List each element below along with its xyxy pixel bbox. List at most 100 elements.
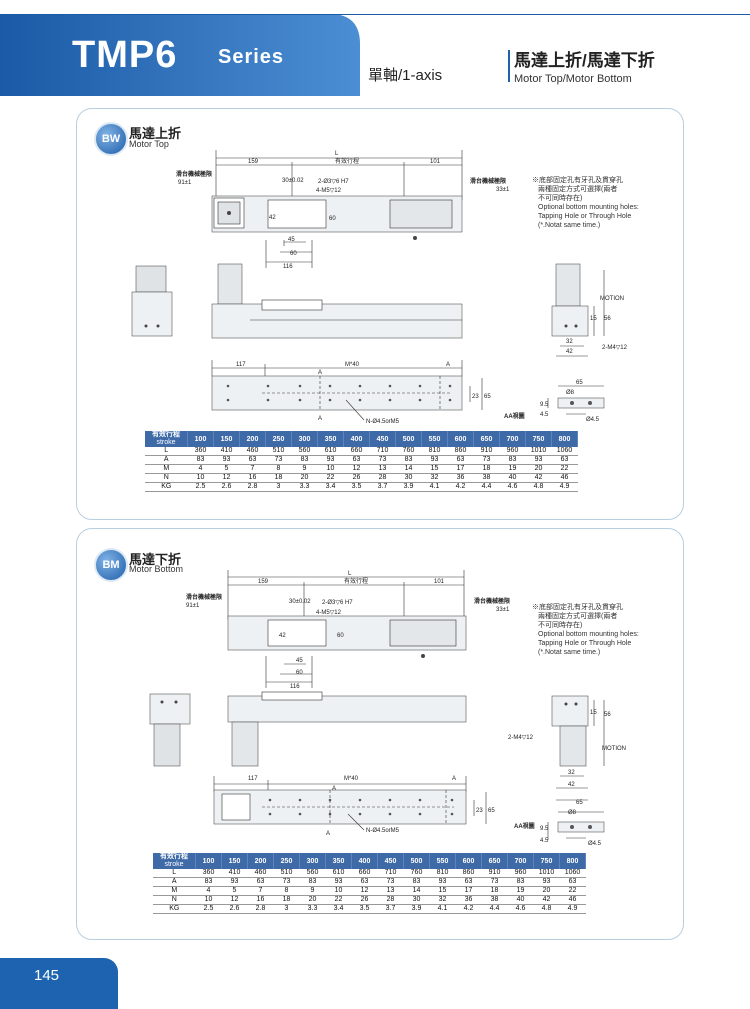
- table-cell: 12: [213, 473, 240, 483]
- dim-65b: 65: [576, 800, 583, 806]
- slide-limit-right: 滑台機械極限: [474, 597, 510, 605]
- table-cell: 1060: [551, 447, 578, 456]
- table-cell: 19: [499, 464, 526, 474]
- table-cell: 73: [265, 455, 292, 465]
- table-cell: 83: [195, 877, 222, 887]
- dim-56: 56: [604, 316, 611, 322]
- dim-a-bottom: A: [318, 416, 322, 422]
- note-en-2: Tapping Hole or Through Hole: [538, 213, 632, 220]
- slide-limit-right-val: 33±1: [496, 607, 510, 613]
- header-banner: [0, 14, 750, 96]
- table-cell: 4.4: [481, 904, 508, 914]
- stroke-value-header: 550: [429, 853, 456, 869]
- dim-effective: 有效行程: [344, 577, 368, 585]
- row-label: N: [145, 473, 188, 483]
- note-zh-1: ※底部固定孔有牙孔及貫穿孔: [532, 604, 623, 611]
- table-cell: 83: [187, 455, 214, 465]
- table-cell: 510: [265, 447, 292, 456]
- table-cell: 93: [525, 455, 552, 465]
- table-cell: 7: [239, 464, 266, 474]
- table-cell: 610: [317, 447, 344, 456]
- dim-9-5: 9.5: [540, 826, 549, 832]
- table-cell: 83: [507, 877, 534, 887]
- table-cell: 20: [299, 895, 326, 905]
- row-label: L: [145, 447, 188, 456]
- table-cell: 510: [273, 869, 300, 878]
- stroke-value-header: 650: [473, 431, 500, 447]
- table-cell: 17: [455, 886, 482, 896]
- dim-60v: 60: [329, 216, 336, 222]
- table-cell: 4.9: [551, 482, 578, 492]
- table-cell: 4.2: [447, 482, 474, 492]
- table-cell: 22: [551, 464, 578, 474]
- note-zh-2: 兩種固定方式可選擇(兩者: [538, 613, 618, 620]
- dim-m4: 2-M4▽12: [508, 735, 534, 741]
- stroke-value-header: 150: [221, 853, 248, 869]
- table-cell: 10: [317, 464, 344, 474]
- stroke-value-header: 450: [377, 853, 404, 869]
- table-cell: 1010: [533, 869, 560, 878]
- table-cell: 36: [447, 473, 474, 483]
- dim-4-5: 4.5: [540, 838, 549, 844]
- section-title-zh: 馬達上折: [129, 126, 182, 141]
- note-zh-3: 不可同時存在): [538, 195, 583, 202]
- page-tab: [0, 958, 118, 1009]
- hole-pattern: N-Ø4.5orM5: [366, 828, 400, 834]
- table-cell: 93: [429, 877, 456, 887]
- note-en-2: Tapping Hole or Through Hole: [538, 640, 632, 647]
- table-cell: 22: [317, 473, 344, 483]
- stroke-value-header: 750: [533, 853, 560, 869]
- table-cell: 810: [429, 869, 456, 878]
- table-cell: 410: [213, 447, 240, 456]
- dim-a-bottom: A: [326, 831, 330, 837]
- table-cell: 73: [369, 455, 396, 465]
- table-cell: 4.6: [507, 904, 534, 914]
- row-label: N: [153, 895, 196, 905]
- dim-4-5: 4.5: [540, 412, 549, 418]
- table-cell: 10: [195, 895, 222, 905]
- subtitle-divider: [508, 50, 510, 82]
- dim-30: 30±0.02: [282, 178, 304, 184]
- mount-note-bw: ※底部固定孔有牙孔及貫穿孔 兩種固定方式可選擇(兩者 不可同時存在) Optio…: [532, 176, 639, 230]
- table-cell: 3.5: [343, 482, 370, 492]
- note-en-3: (*.Notat same time.): [538, 649, 601, 656]
- dim-117: 117: [248, 776, 258, 782]
- section-title-en: Motor Top: [129, 139, 169, 149]
- note-zh-3: 不可同時存在): [538, 622, 583, 629]
- slide-limit-left-val: 91±1: [186, 603, 200, 609]
- table-cell: 5: [213, 464, 240, 474]
- table-cell: 460: [247, 869, 274, 878]
- table-cell: 14: [395, 464, 422, 474]
- dim-60v: 60: [337, 633, 344, 639]
- stroke-value-header: 150: [213, 431, 240, 447]
- table-cell: 40: [499, 473, 526, 483]
- table-cell: 4: [195, 886, 222, 896]
- table-cell: 93: [325, 877, 352, 887]
- dim-42b: 42: [566, 349, 573, 355]
- table-cell: 26: [351, 895, 378, 905]
- table-cell: 4.8: [533, 904, 560, 914]
- table-cell: 20: [533, 886, 560, 896]
- table-cell: 960: [507, 869, 534, 878]
- dim-23: 23: [472, 394, 479, 400]
- dim-effective: 有效行程: [335, 157, 359, 165]
- table-cell: 18: [481, 886, 508, 896]
- mount-note-bm: ※底部固定孔有牙孔及貫穿孔 兩種固定方式可選擇(兩者 不可同時存在) Optio…: [532, 603, 639, 657]
- table-cell: 22: [559, 886, 586, 896]
- table-cell: 93: [213, 455, 240, 465]
- table-cell: 860: [447, 447, 474, 456]
- table-cell: 28: [369, 473, 396, 483]
- table-cell: 3.3: [299, 904, 326, 914]
- view-aa: AA視圖: [504, 412, 525, 420]
- table-cell: 28: [377, 895, 404, 905]
- table-cell: 360: [187, 447, 214, 456]
- table-cell: 9: [291, 464, 318, 474]
- hole-pattern: N-Ø4.5orM5: [366, 419, 400, 425]
- table-cell: 660: [351, 869, 378, 878]
